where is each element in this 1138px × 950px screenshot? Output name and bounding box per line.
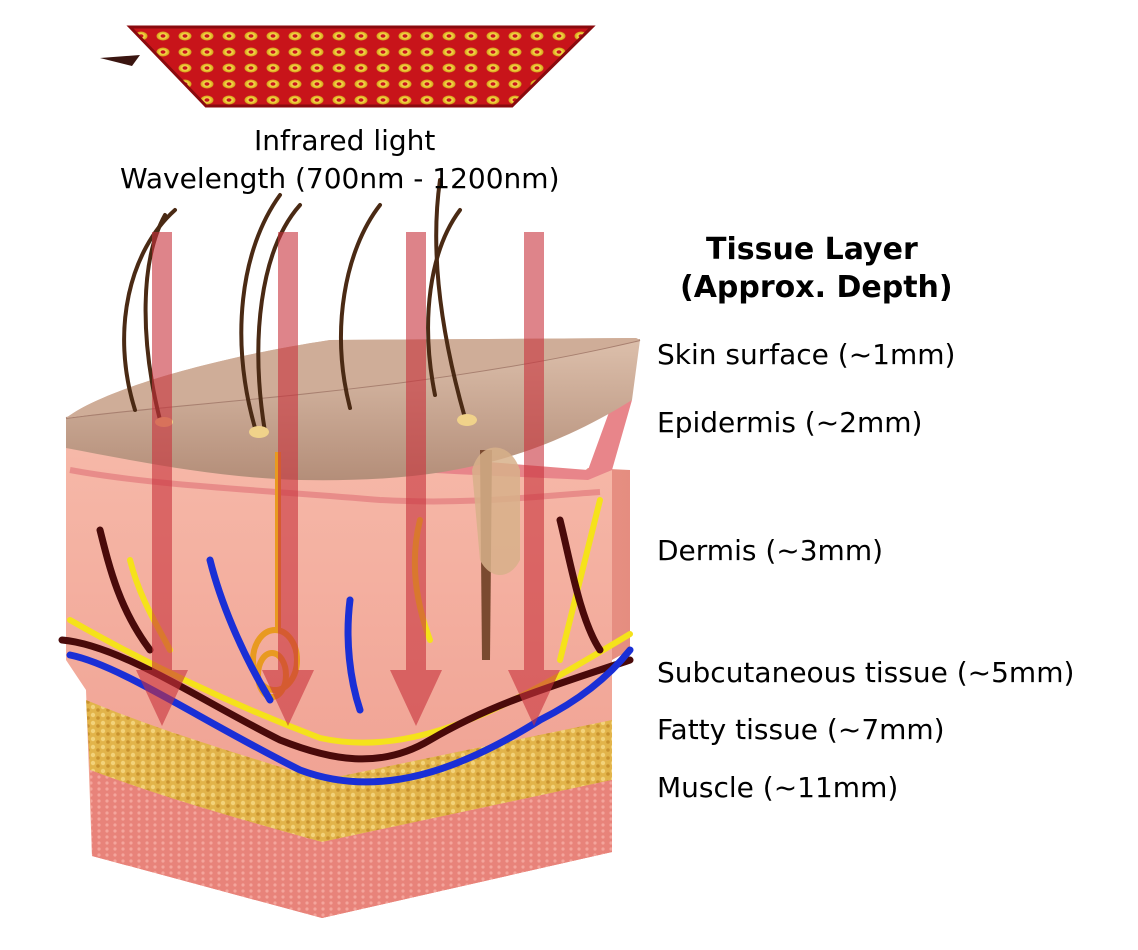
layer-label-subcutaneous: Subcutaneous tissue (~5mm) (657, 656, 1075, 689)
hair-root (472, 447, 520, 660)
ray-arrow (136, 232, 188, 726)
infrared-light-rays (136, 232, 560, 726)
legend-subheading: (Approx. Depth) (680, 270, 953, 305)
ray-arrow (390, 232, 442, 726)
layer-label-muscle: Muscle (~11mm) (657, 771, 899, 804)
ray-arrow (262, 232, 314, 726)
layer-label-dermis: Dermis (~3mm) (657, 534, 884, 567)
muscle-band (90, 770, 612, 918)
fatty-tissue-band (86, 700, 612, 842)
layer-label-fatty-tissue: Fatty tissue (~7mm) (657, 713, 945, 746)
skin-surface (65, 338, 641, 481)
ray-arrow (508, 232, 560, 726)
layer-label-skin-surface: Skin surface (~1mm) (657, 338, 956, 371)
legend-heading: Tissue Layer (706, 232, 918, 267)
light-caption-title: Infrared light (254, 124, 436, 157)
layer-label-epidermis: Epidermis (~2mm) (657, 406, 923, 439)
hair-strands (122, 178, 467, 434)
led-panel (100, 25, 596, 108)
light-caption-wavelength: Wavelength (700nm - 1200nm) (120, 162, 560, 195)
